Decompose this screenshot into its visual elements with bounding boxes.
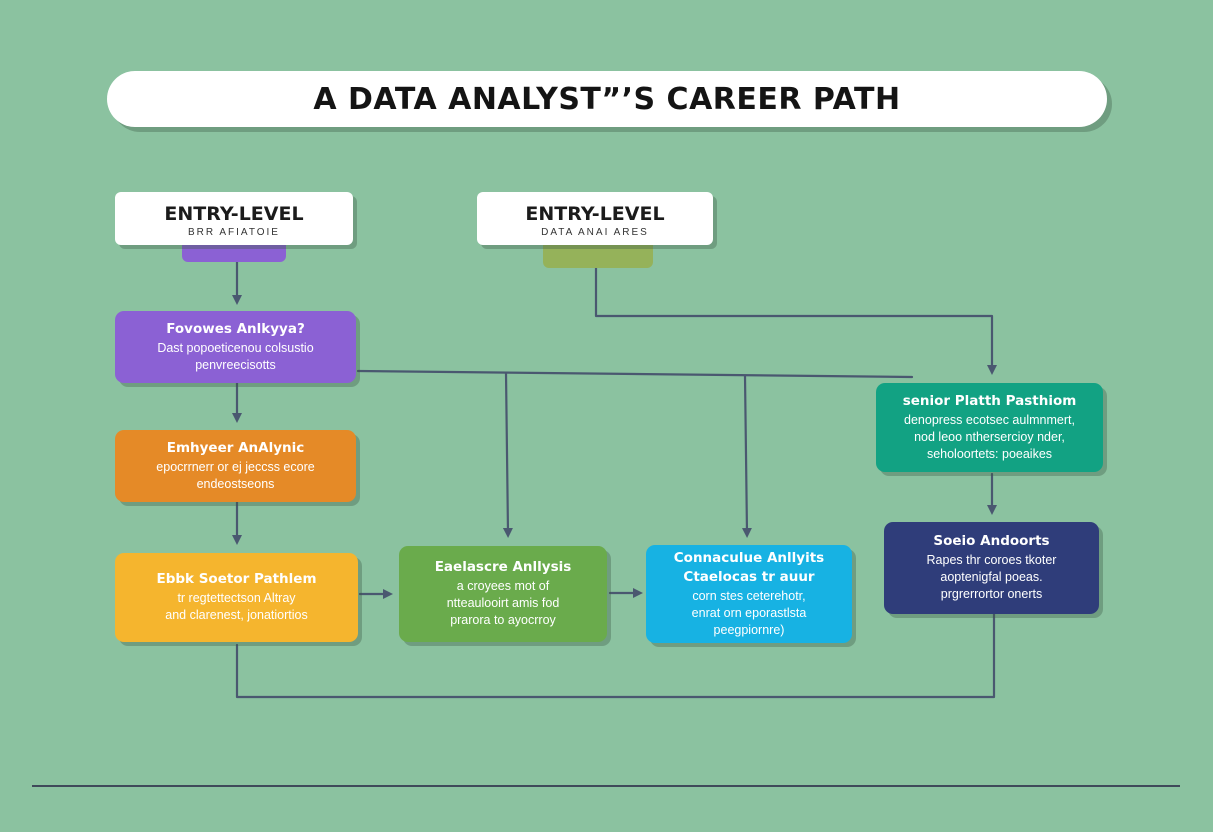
stage-box-teal: senior Platth Pasthiom denopress ecotsec… xyxy=(876,383,1103,472)
entry-tab-purple xyxy=(182,244,286,262)
footer-divider xyxy=(32,785,1180,787)
stage-title: Connaculue Anllyits xyxy=(673,549,825,566)
stage-line: endeostseons xyxy=(196,476,275,491)
stage-line: nod leoo nthersercioy nder, xyxy=(914,429,1065,444)
stage-line: Rapes thr coroes tkoter xyxy=(926,553,1057,567)
stage-title: Soeio Andoorts xyxy=(933,533,1050,549)
stage-box-cyan: Connaculue Anllyits Ctaelocas tr auur co… xyxy=(646,545,852,643)
stage-title: senior Platth Pasthiom xyxy=(902,392,1077,409)
stage-title: Eaelascre Anllysis xyxy=(434,559,572,575)
stage-line: penvreecisotts xyxy=(195,357,276,372)
stage-box-green: Eaelascre Anllysis a croyees mot of ntte… xyxy=(399,546,607,642)
stage-line: prgrerrortor onerts xyxy=(940,587,1043,601)
stage-title: Ebbk Soetor Pathlem xyxy=(156,571,317,587)
stage-line: seholoortets: poeaikes xyxy=(926,446,1053,461)
stage-box-orange: Emhyeer AnAlynic epocrrnerr or ej jeccss… xyxy=(115,430,356,502)
entry-card-2: ENTRY-LEVEL DATA ANAI ARES xyxy=(477,192,713,245)
arrow-trunk-to-green xyxy=(502,371,513,538)
stage-subtitle: Ctaelocas tr auur xyxy=(683,568,815,585)
stage-line: a croyees mot of xyxy=(456,579,550,593)
stage-line: denopress ecotsec aulmnmert, xyxy=(904,412,1075,427)
trunk-line xyxy=(356,369,914,379)
entry-card-1: ENTRY-LEVEL BRR AFIATOIE xyxy=(115,192,353,245)
entry-card-subtext: DATA ANAI ARES xyxy=(541,227,649,238)
entry-tab-green xyxy=(543,244,653,268)
stage-line: peegpiornre) xyxy=(713,622,785,637)
stage-title: Emhyeer AnAlynic xyxy=(166,439,305,456)
stage-line: tr regtettectson Altray xyxy=(177,591,296,605)
stage-line: aoptenigfal poeas. xyxy=(940,570,1043,584)
stage-line: ntteaulooirt amis fod xyxy=(446,596,560,610)
entry-card-heading: ENTRY-LEVEL xyxy=(164,203,304,225)
stage-title: Fovowes Anlkyya? xyxy=(166,320,305,337)
entry-card-heading: ENTRY-LEVEL xyxy=(525,203,665,225)
stage-box-purple: Fovowes Anlkyya? Dast popoeticenou colsu… xyxy=(115,311,356,383)
page-title: A DATA ANALYST”’S CAREER PATH xyxy=(313,81,901,117)
arrow-entry2-to-teal xyxy=(594,253,997,375)
title-banner: A DATA ANALYST”’S CAREER PATH xyxy=(107,71,1107,127)
stage-box-yellow: Ebbk Soetor Pathlem tr regtettectson Alt… xyxy=(115,553,358,642)
stage-line: enrat orn eporastlsta xyxy=(691,605,807,620)
stage-line: Dast popoeticenou colsustio xyxy=(157,340,314,355)
loop-line xyxy=(235,612,996,699)
arrow-trunk-to-cyan xyxy=(741,374,752,538)
stage-line: epocrrnerr or ej jeccss ecore xyxy=(156,459,315,474)
stage-line: corn stes ceterehotr, xyxy=(692,588,806,603)
entry-card-subtext: BRR AFIATOIE xyxy=(188,227,280,238)
stage-line: and clarenest, jonatiortios xyxy=(165,608,308,622)
stage-line: prarora to ayocrroy xyxy=(450,613,556,627)
stage-box-navy: Soeio Andoorts Rapes thr coroes tkoter a… xyxy=(884,522,1099,614)
